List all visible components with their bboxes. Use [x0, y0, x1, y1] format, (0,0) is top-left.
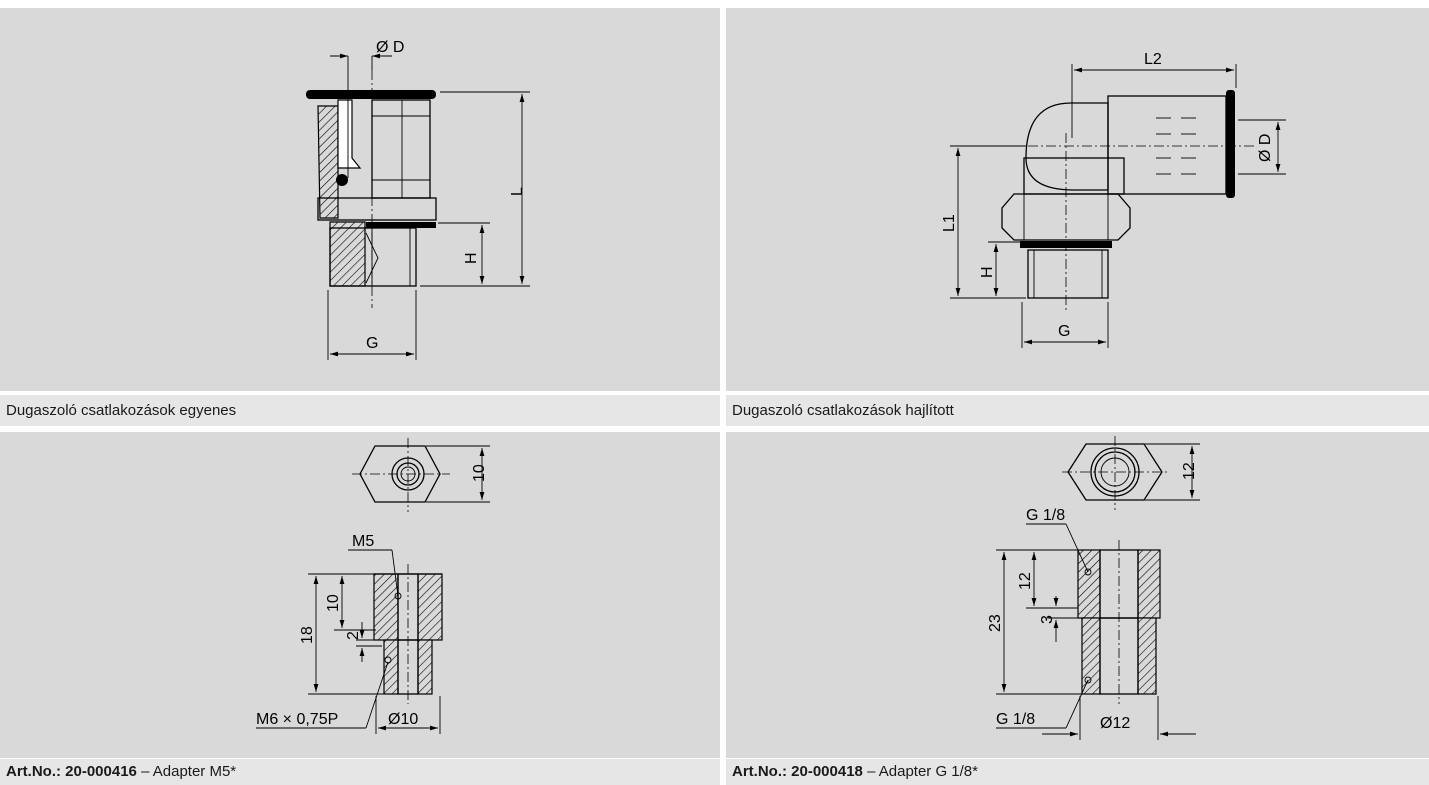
dim-length-l2: L2 — [1144, 51, 1162, 68]
dim-small-gap: 2 — [345, 631, 362, 640]
caption-adapter-g18: Art.No.: 20-000418 – Adapter G 1/8* — [726, 759, 1429, 785]
label-thread-bottom: M6 × 0,75P — [256, 711, 338, 728]
article-number: Art.No.: 20-000418 — [732, 763, 863, 780]
dim-outer-diameter: Ø10 — [388, 711, 418, 728]
dim-hex-width: 12 — [1181, 462, 1198, 480]
dim-length-l: L — [509, 187, 526, 196]
article-number: Art.No.: 20-000416 — [6, 763, 137, 780]
dim-total-length: 23 — [987, 614, 1004, 632]
dim-length-l1: L1 — [941, 214, 958, 232]
adapter-g18-drawing: 12 G 1/8 23 12 3 G 1/8 — [987, 436, 1200, 740]
panel-elbow-fitting: L2 Ø D L1 H G — [726, 8, 1429, 391]
dim-hex-width: 10 — [471, 464, 488, 482]
dim-thread-depth: 12 — [1017, 572, 1034, 590]
dim-thread-g: G — [366, 335, 378, 352]
panel-straight-fitting: Ø D L H G — [0, 8, 720, 391]
article-description: – Adapter G 1/8* — [862, 763, 978, 780]
panel-adapter-m5: 10 M5 18 10 2 M — [0, 432, 720, 758]
dim-small-gap: 3 — [1039, 615, 1056, 624]
caption-straight-fitting: Dugaszoló csatlakozások egyenes — [0, 395, 720, 426]
dim-thread-depth: 10 — [325, 594, 342, 612]
caption-elbow-fitting: Dugaszoló csatlakozások hajlított — [726, 395, 1429, 426]
label-thread-top: G 1/8 — [1026, 507, 1065, 524]
dim-height-h: H — [463, 252, 480, 264]
dim-diameter-d: Ø D — [1257, 134, 1274, 162]
label-thread-bottom: G 1/8 — [996, 711, 1035, 728]
straight-push-in-fitting-drawing: Ø D L H G — [306, 39, 530, 360]
dim-height-h: H — [979, 266, 996, 278]
elbow-push-in-fitting-drawing: L2 Ø D L1 H G — [941, 51, 1286, 348]
panel-adapter-g18: 12 G 1/8 23 12 3 G 1/8 — [726, 432, 1429, 758]
article-description: – Adapter M5* — [136, 763, 237, 780]
adapter-m5-drawing: 10 M5 18 10 2 M — [256, 438, 490, 734]
dim-outer-diameter: Ø12 — [1100, 715, 1130, 732]
label-thread-top: M5 — [352, 533, 374, 550]
caption-adapter-m5: Art.No.: 20-000416 – Adapter M5* — [0, 759, 720, 785]
dim-total-length: 18 — [299, 626, 316, 644]
dim-thread-g: G — [1058, 323, 1070, 340]
dim-diameter-d: Ø D — [376, 39, 404, 56]
